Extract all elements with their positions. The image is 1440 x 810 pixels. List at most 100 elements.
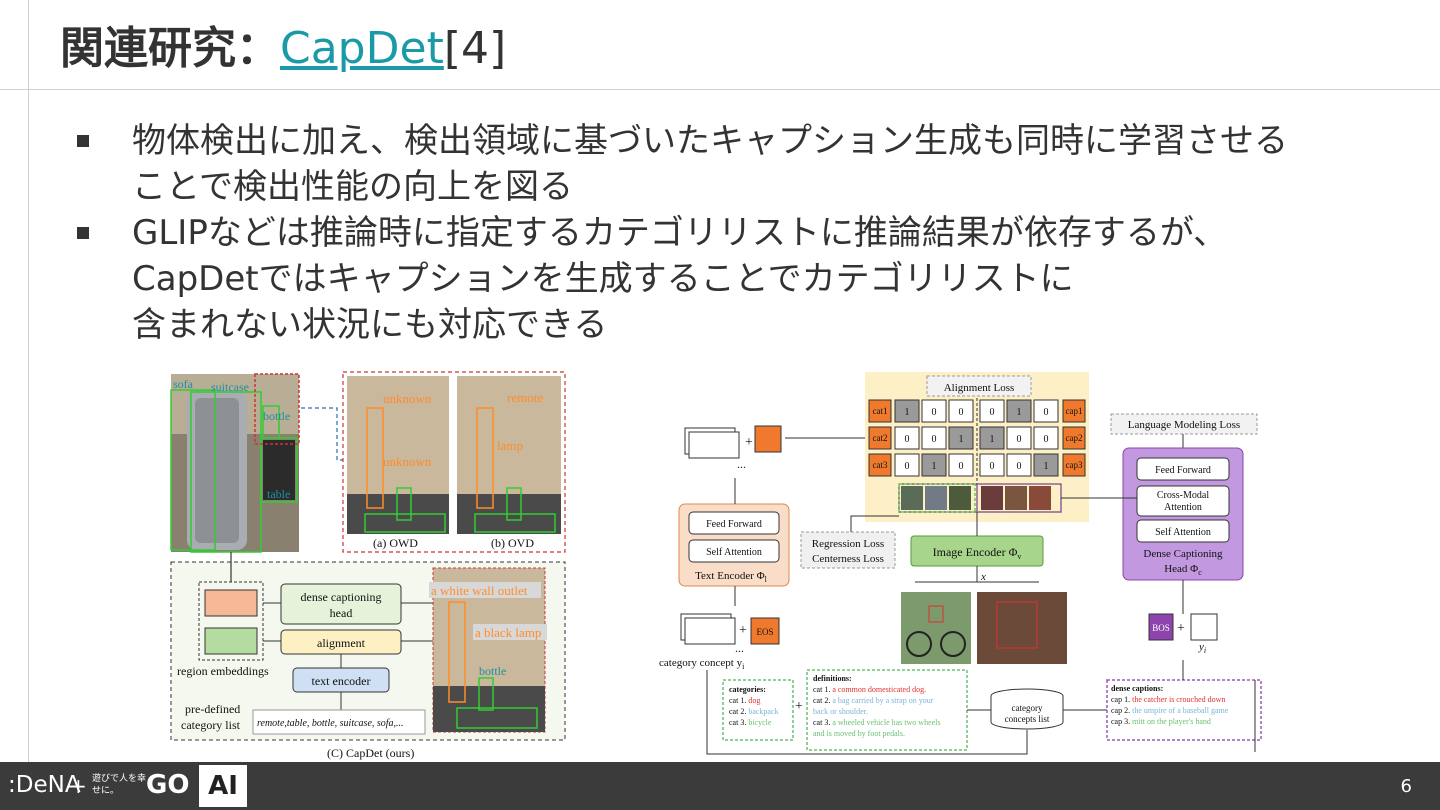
cat-label: cat2 [873, 433, 888, 443]
baseball-photo [977, 592, 1067, 664]
bullet-item: GLIPなどは推論時に指定するカテゴリリストに推論結果が依存するが、 CapDe… [72, 210, 1402, 348]
caption-owd: (a) OWD [373, 536, 418, 550]
text-emb-stack-2 [688, 431, 740, 459]
caption-outlet-bg [429, 582, 541, 598]
head-cross-modal [1136, 485, 1230, 517]
image-encoder-label: Image Encoder Φv [933, 545, 1022, 561]
dense-head-label-2: Head Φc [1164, 563, 1202, 577]
head-cross-modal-2: Attention [1164, 502, 1202, 513]
label-sofa: sofa [173, 377, 194, 391]
owd-ovd-panel [342, 371, 566, 553]
matrix-value: 1 [1044, 461, 1049, 472]
ovd-box-bottle [506, 487, 522, 521]
matrix-cell [1006, 426, 1032, 450]
bullet-line: 含まれない状況にも対応できる [132, 305, 608, 345]
matrix-cell [1033, 426, 1059, 450]
bullet-marker-icon [77, 227, 89, 239]
alignment-label: alignment [317, 636, 366, 650]
list-entry: cat 2. backpack [729, 707, 779, 716]
matrix-cell [1006, 399, 1032, 423]
text-emb-orange [754, 425, 782, 453]
categories-title: categories: [729, 685, 766, 694]
list-entry: cat 1. dog [729, 696, 760, 705]
regression-loss-box [800, 531, 896, 569]
matrix-cell [921, 426, 947, 450]
label-bottle: bottle [263, 409, 290, 423]
feedback-line [706, 670, 1028, 755]
thumb-group-green [898, 483, 976, 513]
eos-label: EOS [756, 627, 773, 637]
concept-stack-2 [684, 617, 736, 645]
bullet-line: CapDetではキャプションを生成することでカテゴリリストに [132, 259, 1074, 299]
matrix-cell [894, 426, 920, 450]
list-entry: and is moved by foot pedals. [813, 729, 905, 738]
list-entry: cap 1. the catcher is crouched down [1111, 695, 1225, 704]
bullet-line: GLIPなどは推論時に指定するカテゴリリストに推論結果が依存するが、 [132, 213, 1228, 253]
lm-loss-box [1110, 413, 1258, 435]
title-link-capdet[interactable]: CapDet [280, 23, 444, 74]
suitcase-shading [195, 398, 239, 543]
left-guide-line [28, 0, 29, 762]
label-remote: remote [507, 390, 543, 405]
thumb-2 [925, 486, 947, 510]
matrix-cell [948, 399, 974, 423]
label-table: table [267, 487, 290, 501]
centerness-loss-label: Centerness Loss [812, 553, 884, 565]
concepts-list-1: category [1012, 703, 1043, 713]
list-entry: cat 2. a bag carried by a strap on your [813, 696, 934, 705]
matrix-value: 0 [932, 434, 937, 445]
matrix-value: 0 [959, 461, 964, 472]
head-cross-modal-1: Cross-Modal [1157, 490, 1209, 501]
thumb-1 [901, 486, 923, 510]
title-main: 関連研究： [60, 23, 280, 74]
caption-lamp: a black lamp [475, 625, 541, 640]
eos-token [750, 617, 780, 645]
list-entry: back or shoulder. [813, 707, 868, 716]
capdet-box-lamp [448, 601, 466, 703]
regression-loss-label: Regression Loss [812, 538, 884, 550]
bullet-item: 物体検出に加え、検出領域に基づいたキャプション生成も同時に学習させる ことで検出… [72, 118, 1402, 210]
matrix-cell [1006, 453, 1032, 477]
tenc-feed-forward-label: Feed Forward [706, 519, 762, 530]
matrix-value: 1 [1017, 407, 1022, 418]
footer-bar: :DeNA + 遊びで人を幸せに。 GO AI 6 [0, 762, 1440, 810]
cap-token [1062, 453, 1086, 477]
cap-label: cap2 [1066, 433, 1083, 443]
predefined-label-1: pre-defined [185, 702, 240, 716]
dog-box [928, 605, 944, 623]
dense-captions-title: dense captions: [1111, 684, 1163, 693]
text-encoder-label: Text Encoder Φl [695, 570, 768, 584]
category-list-box [252, 709, 426, 735]
tenc-self-attention-label: Self Attention [706, 547, 762, 558]
label-unknown-1: unknown [383, 391, 432, 406]
dots-1: ... [737, 457, 746, 471]
x-label: x [980, 571, 986, 583]
alignment-loss-box [926, 375, 1032, 397]
matrix-cell [894, 453, 920, 477]
db-body [990, 696, 1064, 730]
list-entry: cat 1. a common domesticated dog. [813, 685, 926, 694]
title-reference: [4] [443, 23, 507, 74]
table-shape [263, 440, 295, 500]
capdet-comparison-figure: sofa suitcase bottle table unknown unkno… [170, 371, 566, 760]
zoom-arrow [301, 407, 343, 461]
catcher-box [996, 601, 1038, 649]
matrix-value: 1 [905, 407, 910, 418]
definitions-list: cat 1. a common domesticated dog. cat 2. … [813, 685, 941, 738]
cap-label: cap1 [1066, 406, 1083, 416]
dense-captioning-head-box [280, 583, 402, 625]
matrix-cell [894, 399, 920, 423]
cat-token [868, 399, 892, 423]
matrix-value: 0 [1044, 407, 1049, 418]
capdet-box-bottle [478, 677, 494, 711]
matrix-cell [979, 453, 1005, 477]
matrix-value: 0 [1017, 461, 1022, 472]
plus-sign-1: + [745, 435, 753, 450]
yi-label: yi [1198, 641, 1206, 655]
owd-box-table [364, 513, 446, 533]
matrix-value: 0 [990, 461, 995, 472]
matrix-cell [921, 399, 947, 423]
bike-wheel-2 [940, 631, 966, 657]
head-self-attention [1136, 519, 1230, 543]
